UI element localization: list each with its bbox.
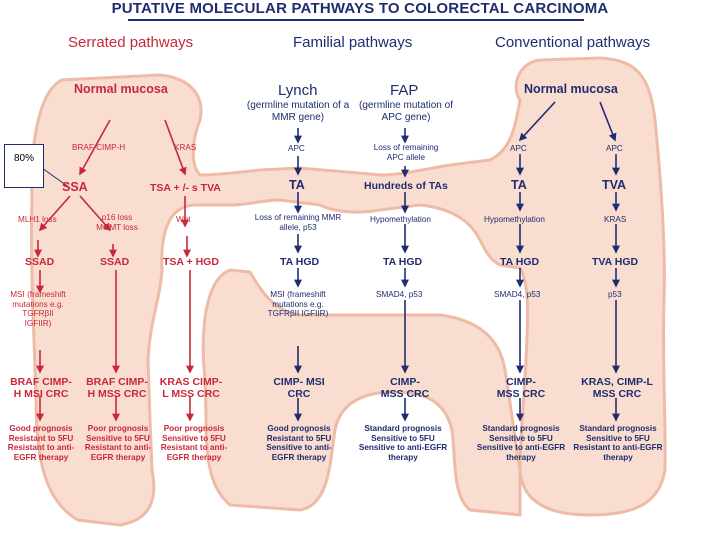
conventional-smad4-p53: SMAD4, p53 — [494, 290, 541, 299]
serrated-prognosis-2: Poor prognosis Sensitive to 5FU Resistan… — [84, 424, 152, 463]
conventional-ta-hgd: TA HGD — [500, 256, 540, 268]
conventional-crc-1: CIMP- MSS CRC — [496, 376, 546, 401]
percentage-callout: 80% — [4, 144, 44, 188]
conventional-kras: KRAS — [604, 215, 627, 224]
serrated-braf-cimp-h: BRAF CIMP-H — [72, 143, 126, 152]
serrated-crc-3: KRAS CIMP-L MSS CRC — [159, 376, 223, 401]
familial-mmr-loss: Loss of remaining MMR allele, p53 — [254, 213, 342, 232]
conventional-normal-mucosa: Normal mucosa — [524, 82, 618, 96]
conventional-apc-2: APC — [606, 144, 623, 153]
header-conventional: Conventional pathways — [495, 34, 651, 51]
serrated-p16-mgmt: p16 loss MGMT loss — [96, 213, 138, 232]
serrated-crc-1: BRAF CIMP-H MSI CRC — [10, 376, 72, 401]
conventional-tva-hgd: TVA HGD — [592, 256, 639, 268]
familial-ta-hgd-2: TA HGD — [383, 256, 423, 268]
conventional-apc-1: APC — [510, 144, 527, 153]
familial-lynch-sub: (germline mutation of a MMR gene) — [246, 100, 350, 123]
title-underline — [128, 19, 584, 21]
serrated-prognosis-1: Good prognosis Resistant to 5FU Resistan… — [7, 424, 75, 463]
familial-prognosis-1: Good prognosis Resistant to 5FU Sensitiv… — [266, 424, 332, 463]
header-familial: Familial pathways — [293, 34, 413, 51]
serrated-kras: KRAS — [174, 143, 197, 152]
conventional-ta: TA — [511, 178, 527, 192]
familial-fap-sub: (germline mutation of APC gene) — [359, 100, 453, 123]
conventional-p53: p53 — [608, 290, 622, 299]
serrated-arrows — [34, 119, 194, 422]
serrated-ssad-1: SSAD — [25, 256, 55, 268]
serrated-normal-mucosa: Normal mucosa — [74, 82, 168, 96]
blue-arrows — [41, 101, 620, 422]
serrated-ssad-2: SSAD — [100, 256, 130, 268]
familial-apc: APC — [288, 144, 305, 153]
diagram-title: PUTATIVE MOLECULAR PATHWAYS TO COLORECTA… — [111, 0, 609, 17]
familial-smad4-p53: SMAD4, p53 — [376, 290, 423, 299]
familial-ta-hgd-1: TA HGD — [280, 256, 320, 268]
serrated-crc-2: BRAF CIMP-H MSS CRC — [86, 376, 148, 401]
percentage-callout-label: 80% — [13, 153, 34, 164]
serrated-tsa: TSA + /- s TVA — [150, 182, 221, 194]
conventional-crc-2: KRAS, CIMP-L MSS CRC — [581, 376, 653, 401]
conventional-tva: TVA — [602, 178, 627, 192]
serrated-wnt: Wnt — [176, 215, 191, 224]
familial-lynch: Lynch — [278, 82, 318, 99]
serrated-msi-note: MSI (frameshift mutations e.g. TGFRβII I… — [10, 290, 66, 329]
familial-apc-loss: Loss of remaining APC allele — [373, 143, 439, 162]
colon-shape — [29, 56, 667, 527]
familial-crc-1: CIMP- MSI CRC — [273, 376, 325, 401]
serrated-tsa-hgd: TSA + HGD — [163, 256, 219, 268]
header-serrated: Serrated pathways — [68, 34, 194, 51]
familial-hundreds-tas: Hundreds of TAs — [364, 180, 448, 192]
conventional-prognosis-1: Standard prognosis Sensitive to 5FU Sens… — [476, 424, 566, 463]
conventional-prognosis-2: Standard prognosis Sensitive to 5FU Resi… — [573, 424, 663, 463]
familial-fap: FAP — [390, 82, 419, 99]
familial-ta: TA — [289, 178, 305, 192]
serrated-ssa: SSA — [62, 180, 88, 194]
familial-msi-note: MSI (frameshift mutations e.g. TGFRβII I… — [267, 290, 329, 319]
conventional-hypomethylation: Hypomethylation — [484, 215, 545, 224]
serrated-mlh1-loss: MLH1 loss — [18, 215, 57, 224]
familial-prognosis-2: Standard prognosis Sensitive to 5FU Sens… — [358, 424, 448, 463]
serrated-prognosis-3: Poor prognosis Sensitive to 5FU Resistan… — [160, 424, 228, 463]
familial-crc-2: CIMP- MSS CRC — [380, 376, 430, 401]
familial-hypomethylation: Hypomethylation — [370, 215, 431, 224]
